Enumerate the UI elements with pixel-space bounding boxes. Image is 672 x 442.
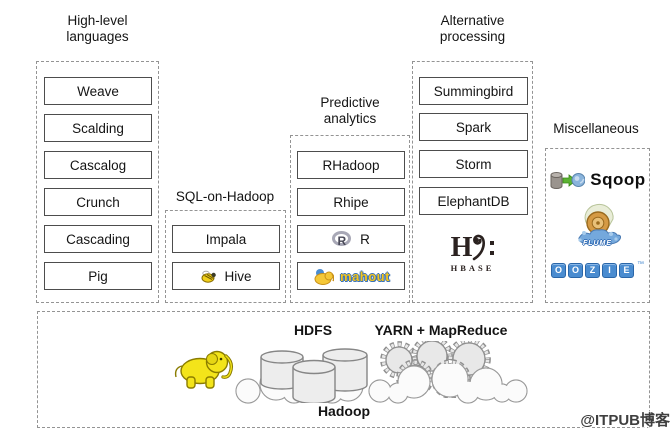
box-weave: Weave: [44, 77, 152, 105]
box-mahout: mahout: [297, 262, 405, 290]
box-rhipe: Rhipe: [297, 188, 405, 216]
box-scalding: Scalding: [44, 114, 152, 142]
hbase-logo: H HBASE: [413, 230, 532, 276]
title-line-1: High-level: [67, 13, 128, 28]
box-pig: Pig: [44, 262, 152, 290]
box-hive: Hive: [172, 262, 280, 290]
sqoop-logo-text: Sqoop: [590, 170, 646, 189]
group-alternative-processing: Summingbird Spark Storm ElephantDB H HBA…: [412, 61, 533, 303]
box-elephantdb: ElephantDB: [419, 187, 528, 215]
cloud-icon: [235, 364, 528, 404]
oozie-letter-tile: O: [551, 262, 566, 278]
box-label: Rhipe: [333, 194, 369, 210]
box-label: Crunch: [76, 194, 120, 210]
group-hadoop-platform: HDFS YARN + MapReduce Hadoop: [37, 311, 650, 428]
title-line-2: processing: [439, 29, 506, 44]
hadoop-label: Hadoop: [317, 403, 371, 419]
oozie-logo: O O Z I E ™: [546, 261, 649, 279]
column-title-sql-on-hadoop: SQL-on-Hadoop: [160, 189, 290, 205]
box-r: R R: [297, 225, 405, 253]
box-label: Scalding: [72, 120, 124, 136]
watermark: @ITPUB博客: [580, 412, 670, 429]
hbase-logo-top: H: [450, 231, 495, 263]
column-title-predictive-analytics: Predictive analytics: [290, 95, 410, 127]
hadoop-elephant-icon: [174, 350, 234, 389]
box-crunch: Crunch: [44, 188, 152, 216]
oozie-trademark: ™: [637, 261, 644, 268]
hdfs-cylinders-icon: [260, 348, 368, 403]
hive-bee-icon: [201, 270, 217, 283]
flume-logo-text: FLUME: [582, 240, 613, 247]
group-miscellaneous: Sqoop FLUME O O Z I E ™: [545, 148, 650, 303]
hbase-bass-clef-icon: [473, 234, 486, 260]
hdfs-label: HDFS: [293, 322, 333, 338]
column-title-high-level-languages: High-level languages: [36, 13, 159, 45]
oozie-letter-tile: E: [619, 262, 634, 278]
hbase-h-letter: H: [450, 231, 473, 263]
hbase-logo-inner: H HBASE: [450, 231, 495, 273]
sqoop-icon: [550, 172, 586, 189]
column-title-miscellaneous: Miscellaneous: [540, 121, 652, 137]
box-impala: Impala: [172, 225, 280, 253]
oozie-letter-tile: O: [568, 262, 583, 278]
hbase-colon-dots: [490, 240, 495, 255]
title-line-1: Predictive: [320, 95, 380, 110]
title-line-1: Alternative: [440, 13, 505, 28]
sqoop-logo: Sqoop: [546, 164, 649, 196]
title-line-1: Miscellaneous: [553, 121, 639, 136]
box-label: Pig: [88, 268, 108, 284]
hbase-logo-text: HBASE: [450, 262, 495, 273]
box-spark: Spark: [419, 113, 528, 141]
box-label: RHadoop: [322, 157, 380, 173]
flume-logo: FLUME: [546, 201, 649, 251]
group-high-level-languages: Weave Scalding Cascalog Crunch Cascading…: [36, 61, 159, 303]
box-label: Weave: [77, 83, 119, 99]
box-label: Spark: [455, 119, 492, 135]
group-predictive-analytics: RHadoop Rhipe R R mahout: [290, 135, 410, 303]
box-cascalog: Cascalog: [44, 151, 152, 179]
title-line-2: languages: [66, 29, 129, 44]
box-label: Impala: [205, 231, 247, 247]
mahout-elephant-icon: [314, 269, 335, 285]
oozie-letter-tile: Z: [585, 262, 600, 278]
box-label: Hive: [224, 268, 252, 284]
box-label: ElephantDB: [437, 193, 510, 209]
flume-icon: [577, 203, 621, 245]
r-letter: R: [338, 234, 347, 248]
oozie-letter-tile: I: [602, 262, 617, 278]
mahout-logo-text: mahout: [340, 268, 390, 284]
title-line-1: SQL-on-Hadoop: [175, 189, 275, 204]
flume-logo-inner: FLUME: [575, 202, 621, 250]
box-label: Cascalog: [69, 157, 127, 173]
box-label: Summingbird: [433, 83, 514, 99]
title-line-2: analytics: [323, 111, 377, 126]
box-rhadoop: RHadoop: [297, 151, 405, 179]
yarn-mapreduce-label: YARN + MapReduce: [374, 322, 508, 338]
box-label: Storm: [455, 156, 492, 172]
box-cascading: Cascading: [44, 225, 152, 253]
column-title-alternative-processing: Alternative processing: [412, 13, 533, 45]
box-label: R: [360, 231, 370, 247]
box-storm: Storm: [419, 150, 528, 178]
box-label: Cascading: [66, 231, 130, 247]
r-logo-icon: R: [332, 230, 352, 248]
group-sql-on-hadoop: Impala Hive: [165, 210, 286, 303]
box-summingbird: Summingbird: [419, 77, 528, 105]
